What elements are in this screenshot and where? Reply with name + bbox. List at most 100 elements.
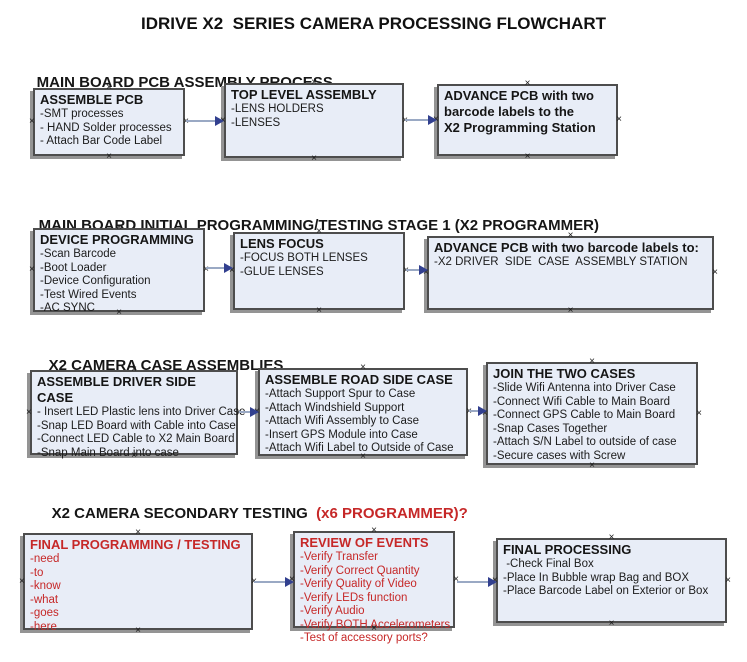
box-line: -LENS HOLDERS — [231, 103, 324, 115]
box-line: -Device Configuration — [40, 275, 151, 287]
connection-point-icon[interactable]: × — [135, 625, 141, 636]
connection-point-icon[interactable]: × — [29, 264, 35, 275]
connection-point-icon[interactable]: × — [608, 618, 615, 629]
box-line: -Connect GPS Cable to Main Board — [493, 409, 676, 421]
box-line: -X2 DRIVER SIDE CASE ASSEMBLY STATION — [434, 256, 688, 268]
connector-arrow[interactable] — [457, 577, 497, 587]
connection-point-icon[interactable]: × — [371, 623, 377, 634]
box-line: -SMT processes — [40, 108, 124, 120]
box-join-the-two-cases[interactable]: JOIN THE TWO CASES -Slide Wifi Antenna i… — [482, 357, 702, 471]
section-heading-red-text: (x6 PROGRAMMER)? — [311, 505, 468, 522]
box-lines: -LENS HOLDERS-LENSES — [231, 103, 398, 130]
connection-point-icon[interactable]: × — [589, 356, 595, 367]
box-line: -to — [30, 566, 44, 579]
connection-point-icon[interactable]: × — [106, 151, 112, 162]
connector-arrow[interactable] — [186, 116, 224, 126]
box-lines: -Attach Support Spur to Case-Attach Wind… — [265, 388, 462, 456]
box-line: -Verify Correct Quantity — [300, 564, 420, 577]
box-line: -Attach Windshield Support — [265, 401, 405, 414]
connection-point-icon[interactable]: × — [696, 407, 702, 419]
box-line: -Boot Loader — [40, 261, 107, 274]
connection-point-icon[interactable]: × — [616, 114, 622, 125]
box-title: LENS FOCUS — [240, 236, 324, 251]
connector-arrow[interactable] — [406, 265, 428, 275]
connection-point-icon[interactable]: × — [524, 151, 531, 162]
connector-arrow[interactable] — [239, 407, 259, 417]
connection-point-icon[interactable]: × — [131, 450, 137, 461]
connection-point-icon[interactable]: × — [360, 451, 366, 462]
connector-arrow[interactable] — [254, 577, 294, 587]
connector-arrow[interactable] — [206, 263, 233, 273]
box-lines: -X2 DRIVER SIDE CASE ASSEMBLY STATION — [434, 256, 708, 270]
box-device-programming[interactable]: DEVICE PROGRAMMING -Scan Barcode-Boot Lo… — [29, 223, 209, 318]
connection-point-icon[interactable]: × — [316, 226, 322, 237]
box-title: ASSEMBLE DRIVER SIDE CASE — [37, 374, 196, 405]
box-line: -Test Wired Events — [40, 288, 137, 301]
connector-arrow[interactable] — [405, 115, 437, 125]
connection-point-icon[interactable]: × — [567, 230, 574, 241]
box-title: FINAL PROCESSING — [503, 542, 632, 557]
box-line: -Verify LEDs function — [300, 591, 408, 604]
box-title: JOIN THE TWO CASES — [493, 366, 636, 381]
connection-point-icon[interactable]: × — [371, 525, 377, 536]
box-line: -Snap Main Board into case — [37, 446, 179, 459]
box-final-programming-testing[interactable]: FINAL PROGRAMMING / TESTING -need-to-kno… — [19, 528, 257, 636]
connection-point-icon[interactable]: × — [725, 574, 731, 586]
box-lines: -Scan Barcode-Boot Loader-Device Configu… — [40, 248, 199, 316]
box-top-level-assembly[interactable]: TOP LEVEL ASSEMBLY -LENS HOLDERS-LENSES … — [220, 78, 408, 164]
box-title: REVIEW OF EVENTS — [300, 535, 429, 550]
connection-point-icon[interactable]: × — [608, 532, 615, 543]
box-assemble-driver-side-case[interactable]: ASSEMBLE DRIVER SIDE CASE - Insert LED P… — [26, 365, 245, 461]
box-line: -Secure cases with Screw — [493, 449, 626, 462]
box-title: ADVANCE PCB with two barcode labels to t… — [444, 88, 596, 135]
box-line: -need — [30, 553, 60, 565]
connection-point-icon[interactable]: × — [567, 305, 574, 316]
section-heading-text: X2 CAMERA SECONDARY TESTING — [51, 505, 312, 522]
box-line: -Connect LED Cable to X2 Main Board — [37, 433, 235, 445]
box-line: -Verify BOTH Accelerometers — [300, 618, 451, 631]
box-assemble-road-side-case[interactable]: ASSEMBLE ROAD SIDE CASE -Attach Support … — [254, 363, 472, 462]
box-assemble-pcb[interactable]: ASSEMBLE PCB -SMT processes- HAND Solder… — [29, 83, 189, 162]
box-line: -Place In Bubble wrap Bag and BOX — [503, 571, 690, 584]
connection-point-icon[interactable]: × — [26, 406, 32, 418]
box-lens-focus[interactable]: LENS FOCUS -FOCUS BOTH LENSES-GLUE LENSE… — [229, 227, 409, 316]
box-line: -know — [30, 580, 61, 592]
connection-point-icon[interactable]: × — [135, 527, 141, 538]
box-line: -Verify Audio — [300, 605, 365, 617]
connection-point-icon[interactable]: × — [453, 573, 459, 585]
connection-point-icon[interactable]: × — [712, 267, 718, 278]
connection-point-icon[interactable]: × — [19, 575, 25, 587]
box-title: TOP LEVEL ASSEMBLY — [231, 87, 377, 102]
box-lines: -FOCUS BOTH LENSES-GLUE LENSES — [240, 252, 399, 279]
box-line: -Verify Quality of Video — [300, 578, 417, 590]
box-title: ASSEMBLE ROAD SIDE CASE — [265, 372, 453, 387]
box-advance-pcb-programming-station[interactable]: ADVANCE PCB with two barcode labels to t… — [433, 79, 622, 162]
box-line: -Slide Wifi Antenna into Driver Case — [493, 382, 676, 394]
box-line: - Attach Bar Code Label — [40, 135, 163, 147]
box-line: -Attach Wifi Label to Outside of Case — [265, 442, 454, 454]
box-line: -Place Barcode Label on Exterior or Box — [503, 585, 709, 597]
connection-point-icon[interactable]: × — [106, 82, 112, 93]
connection-point-icon[interactable]: × — [116, 307, 122, 318]
connection-point-icon[interactable]: × — [589, 460, 595, 471]
connection-point-icon[interactable]: × — [116, 222, 122, 233]
box-advance-pcb-driver-side-station[interactable]: ADVANCE PCB with two barcode labels to: … — [423, 231, 718, 316]
connection-point-icon[interactable]: × — [360, 362, 366, 373]
connection-point-icon[interactable]: × — [524, 78, 531, 89]
box-title: ADVANCE PCB with two barcode labels to: — [434, 240, 699, 255]
box-title: DEVICE PROGRAMMING — [40, 232, 194, 247]
box-lines: - Insert LED Plastic lens into Driver Ca… — [37, 406, 245, 460]
box-final-processing[interactable]: FINAL PROCESSING -Check Final Box-Place … — [492, 533, 731, 629]
connection-point-icon[interactable]: × — [316, 305, 322, 316]
box-review-of-events[interactable]: REVIEW OF EVENTS -Verify Transfer-Verify… — [289, 526, 459, 645]
connection-point-icon[interactable]: × — [131, 364, 137, 375]
connection-point-icon[interactable]: × — [311, 153, 317, 164]
connection-point-icon[interactable]: × — [311, 77, 317, 88]
box-line: -GLUE LENSES — [240, 265, 324, 278]
connection-point-icon[interactable]: × — [29, 116, 35, 127]
connection-point-icon[interactable]: × — [203, 264, 209, 275]
page-title: IDRIVE X2 SERIES CAMERA PROCESSING FLOWC… — [140, 14, 607, 33]
connector-arrow[interactable] — [469, 406, 487, 416]
box-lines: -SMT processes- HAND Solder processes- A… — [40, 108, 179, 149]
box-line: -Scan Barcode — [40, 248, 117, 260]
